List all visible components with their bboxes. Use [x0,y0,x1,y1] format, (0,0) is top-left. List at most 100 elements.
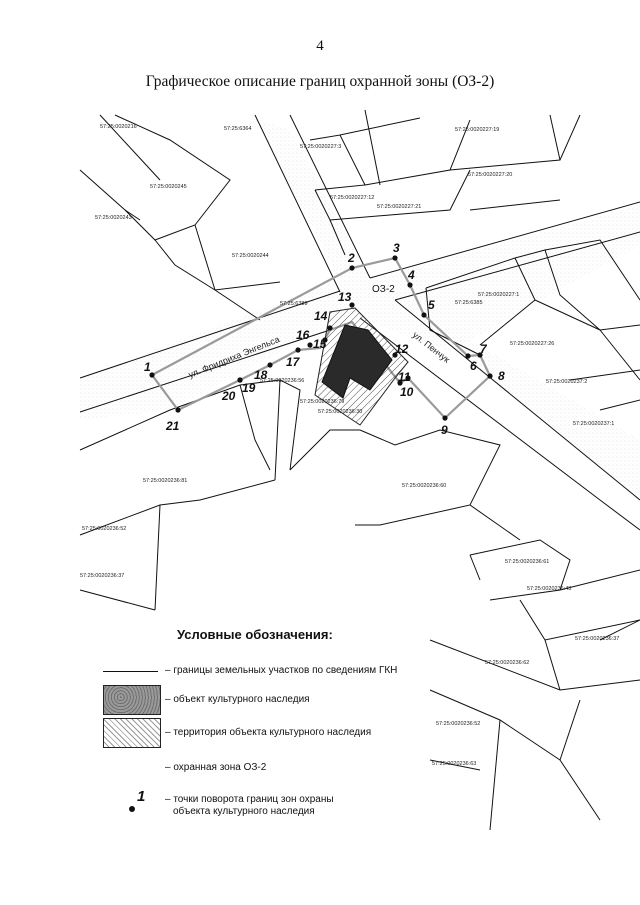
turning-point-label: 15 [313,337,327,351]
turning-point: 6 [465,353,477,373]
legend-text: – точки поворота границ зон охраны [165,794,334,805]
turning-point-label: 21 [165,419,180,433]
parcel-label: 57:25:0020244 [232,253,269,259]
parcel-label: 57:25:0020236:81 [143,478,187,484]
turning-point: 9 [441,415,448,437]
parcel-label: 57:25:0020236:56 [260,378,304,384]
turning-point: 14 [314,309,333,331]
turning-point-dot [405,375,411,381]
parcel-label: 57:25:0020243 [95,215,132,221]
parcel-label: 57:25:0020216 [100,124,137,130]
point-symbol-label: 1 [137,788,146,805]
turning-point-label: 17 [286,355,301,369]
turning-point-dot [322,337,328,343]
turning-point-label: 13 [338,290,352,304]
parcel-label: 57:25:0020227:12 [330,195,374,201]
boundary-line-symbol [103,671,158,672]
turning-point-symbol: 1 [129,788,159,814]
parcel-label: 57:25:0020227:19 [455,127,499,133]
page-number: 4 [316,38,324,54]
legend-text: – объект культурного наследия [165,694,310,705]
heritage-object [321,324,393,399]
turning-point: 17 [286,347,301,369]
turning-point-label: 3 [393,241,400,255]
heritage-territory-symbol [103,718,161,748]
parcel-label: 57:25:0020227:26 [510,341,554,347]
turning-point: 8 [487,369,505,383]
parcel-label: 57:25:0020236:63 [432,761,476,767]
turning-point-label: 6 [470,359,477,373]
turning-point-dot [397,380,403,386]
turning-point-dot [465,353,471,359]
parcel-label: 57:25:0020227:3 [300,144,341,150]
turning-point-dot [175,407,181,413]
turning-point-label: 8 [498,369,505,383]
turning-point-label: 1 [144,360,151,374]
road-surfaces [80,118,640,500]
turning-point-label: 12 [395,342,409,356]
turning-point: 5 [421,298,435,318]
legend-text: объекта культурного наследия [173,806,315,817]
zone-label: ОЗ-2 [372,284,395,295]
turning-point-label: 14 [314,309,328,323]
turning-point: 16 [296,328,313,348]
turning-point-label: 18 [254,368,268,382]
parcel-label: 57:25:0020237:2 [546,379,587,385]
parcel-label: 57:25:6364 [224,126,252,132]
turning-point: 1 [144,360,155,378]
turning-point-label: 9 [441,423,448,437]
turning-point-dot [149,372,155,378]
turning-point-label: 11 [398,370,411,384]
turning-point-label: 20 [221,389,236,403]
parcel-label: 57:25:0020236:52 [82,526,126,532]
turning-point: 10 [400,375,414,399]
turning-point: 2 [347,251,355,271]
turning-point: 13 [338,290,355,308]
legend-text: – охранная зона ОЗ-2 [165,762,267,773]
turning-point-label: 4 [407,268,415,282]
parcel-label: 57:25:0020245 [150,184,187,190]
page-title: Графическое описание границ охранной зон… [145,73,495,90]
parcel-boundaries [79,109,640,831]
turning-point: 15 [313,337,328,351]
turning-point-label: 5 [428,298,435,312]
turning-point: 21 [165,407,181,433]
legend-text: – территория объекта культурного наследи… [165,727,372,738]
turning-point: 3 [392,241,400,261]
legend-text: – границы земельных участков по сведения… [165,665,398,676]
turning-point: 4 [407,268,415,288]
point-dot-icon [129,806,135,812]
turning-point: 7 [477,342,488,358]
turning-point-dot [392,352,398,358]
parcel-label: 57:25:0020236:61 [505,559,549,565]
parcel-label: 57:25:0020236:43 [527,586,571,592]
turning-point-dot [392,255,398,261]
parcel-label: 57:25:6389 [280,301,308,307]
turning-point-dot [349,302,355,308]
turning-point-dot [307,342,313,348]
turning-point-dot [267,362,273,368]
parcel-label: 57:25:0020236:37 [575,636,619,642]
parcel-label: 57:25:0020236:37 [80,573,124,579]
turning-point: 18 [254,362,273,382]
turning-point-dot [327,325,333,331]
turning-point-dot [421,312,427,318]
turning-point-label: 10 [400,385,414,399]
parcel-label: 57:25:0020236:62 [485,660,529,666]
turning-point: 12 [392,342,409,358]
turning-point-dot [487,373,493,379]
parcel-label: 57:25:0020236:79 [300,399,344,405]
legend-title: Условные обозначения: [177,627,333,642]
heritage-object-symbol [103,685,161,715]
turning-point-label: 2 [347,251,355,265]
turning-point-dot [477,352,483,358]
parcel-labels: 57:25:0020216 57:25:0020245 57:25:002024… [80,124,619,767]
turning-point: 20 [221,377,243,403]
turning-point-dot [442,415,448,421]
parcel-label: 57:25:0020227:21 [377,204,421,210]
turning-point: 11 [397,370,411,386]
parcel-label: 57:25:0020227:1 [478,292,519,298]
parcel-label: 57:25:0020236:30 [318,409,362,415]
